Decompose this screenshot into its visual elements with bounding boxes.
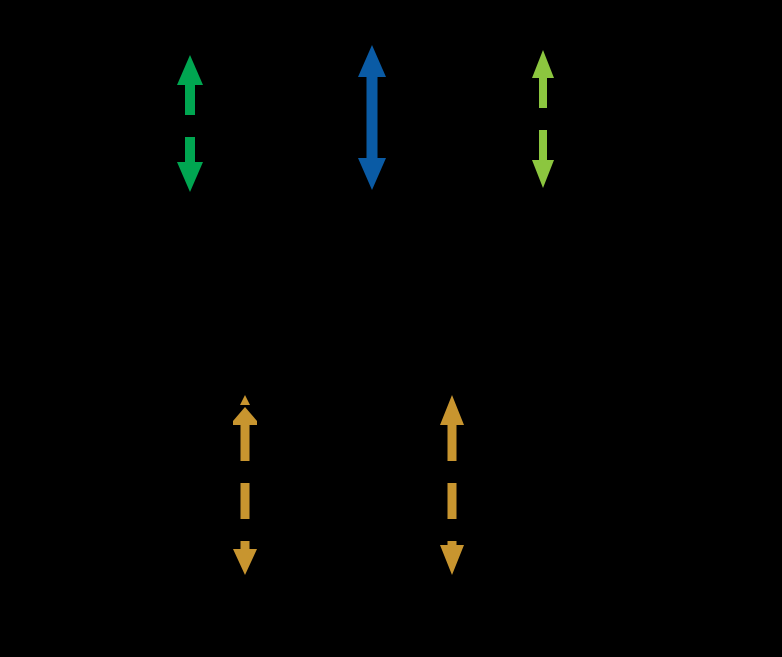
arrow-blue-top-center (358, 45, 386, 190)
arrow-lightgreen-top-right-shaft-dash (539, 78, 547, 108)
arrow-orange-bottom-left-shaft-dash (240, 425, 250, 461)
arrow-lightgreen-top-right-head-top (532, 50, 554, 78)
arrow-orange-bottom-right-shaft-dash (447, 541, 457, 545)
arrow-orange-bottom-left-head-top-collar (233, 421, 257, 425)
arrow-orange-bottom-left-shaft-dash (240, 541, 250, 549)
arrow-orange-bottom-left-head-top-tip (240, 395, 250, 405)
arrow-lightgreen-top-right-head-bottom (532, 160, 554, 188)
arrow-green-top-left-head-bottom (177, 162, 203, 192)
arrow-orange-bottom-left-head-top-base (233, 407, 257, 421)
arrow-orange-bottom-left (233, 395, 257, 575)
arrow-green-top-left-shaft-dash (185, 137, 195, 162)
arrow-orange-bottom-left-head-bottom (233, 549, 257, 575)
arrow-green-top-left-shaft-dash (185, 85, 195, 115)
arrow-orange-bottom-right-shaft-dash (447, 425, 457, 461)
arrow-blue-top-center-shaft (366, 77, 378, 158)
arrow-orange-bottom-left-shaft-dash (240, 483, 250, 519)
arrow-blue-top-center-head-bottom (358, 158, 386, 190)
arrow-orange-bottom-right-head-top (440, 395, 464, 425)
arrow-green-top-left (177, 55, 203, 192)
arrow-lightgreen-top-right (532, 50, 554, 188)
arrow-orange-bottom-right-shaft-dash (447, 483, 457, 519)
arrow-orange-bottom-right-head-bottom (440, 545, 464, 575)
arrow-green-top-left-head-top (177, 55, 203, 85)
arrow-orange-bottom-right (440, 395, 464, 575)
arrow-lightgreen-top-right-shaft-dash (539, 130, 547, 160)
arrow-blue-top-center-head-top (358, 45, 386, 77)
